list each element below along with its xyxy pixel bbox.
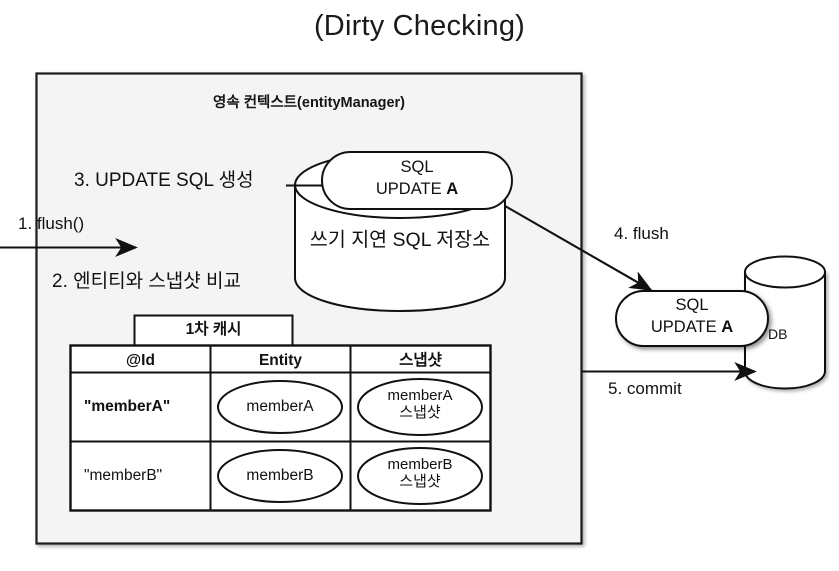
outbound-sql-line-2: UPDATE A (616, 318, 768, 337)
snapshot-ellipse-row-1 (357, 378, 483, 436)
first-level-cache-title: 1차 캐시 (185, 321, 242, 338)
store-sql-entity: A (446, 180, 459, 198)
table-header-snapshot: 스냅샷 (399, 352, 442, 369)
outbound-sql-keyword: UPDATE (650, 318, 722, 336)
table-row-1-entity: memberA (246, 398, 314, 415)
snapshot-ellipse-row-2 (357, 447, 483, 505)
database-cylinder (744, 255, 826, 390)
outbound-sql-entity: A (721, 318, 734, 336)
step-3-label: 3. UPDATE SQL 생성 (74, 170, 254, 191)
page-title: (Dirty Checking) (313, 10, 526, 42)
store-sql-line-2: UPDATE A (322, 180, 512, 199)
step-1-label: 1. flush() (18, 214, 85, 233)
first-level-cache-header-box (133, 314, 294, 347)
database-label: DB (768, 326, 788, 342)
table-row-1-snapshot-line2: 스냅샷 (399, 403, 441, 421)
table-row-2-entity: memberB (246, 467, 314, 484)
table-row-2-snapshot-line2: 스냅샷 (399, 472, 441, 490)
step-5-label: 5. commit (608, 379, 682, 398)
write-behind-store-label: 쓰기 지연 SQL 저장소 (309, 229, 491, 251)
outbound-sql-line-1: SQL (675, 296, 709, 314)
store-sql-statement-box (321, 151, 513, 210)
step-2-label: 2. 엔티티와 스냅샷 비교 (52, 271, 242, 292)
persistence-context-title: 영속 컨텍스트(entityManager) (212, 95, 406, 111)
store-sql-line-1: SQL (400, 158, 434, 176)
table-row-2-id: "memberB" (84, 467, 163, 484)
table-row-1-snapshot-line1: memberA (387, 387, 453, 404)
store-sql-keyword: UPDATE (375, 180, 447, 198)
arrow-flush-to-db-sql (504, 205, 653, 291)
table-row-1-id: "memberA" (84, 398, 171, 415)
table-header-id: @Id (126, 352, 155, 369)
table-header-entity: Entity (258, 352, 303, 369)
entity-ellipse-row-2 (217, 449, 343, 503)
entity-ellipse-row-1 (217, 380, 343, 434)
table-row-2-snapshot-line1: memberB (387, 456, 453, 473)
step-4-label: 4. flush (614, 224, 669, 243)
outbound-sql-statement-box (615, 290, 769, 347)
